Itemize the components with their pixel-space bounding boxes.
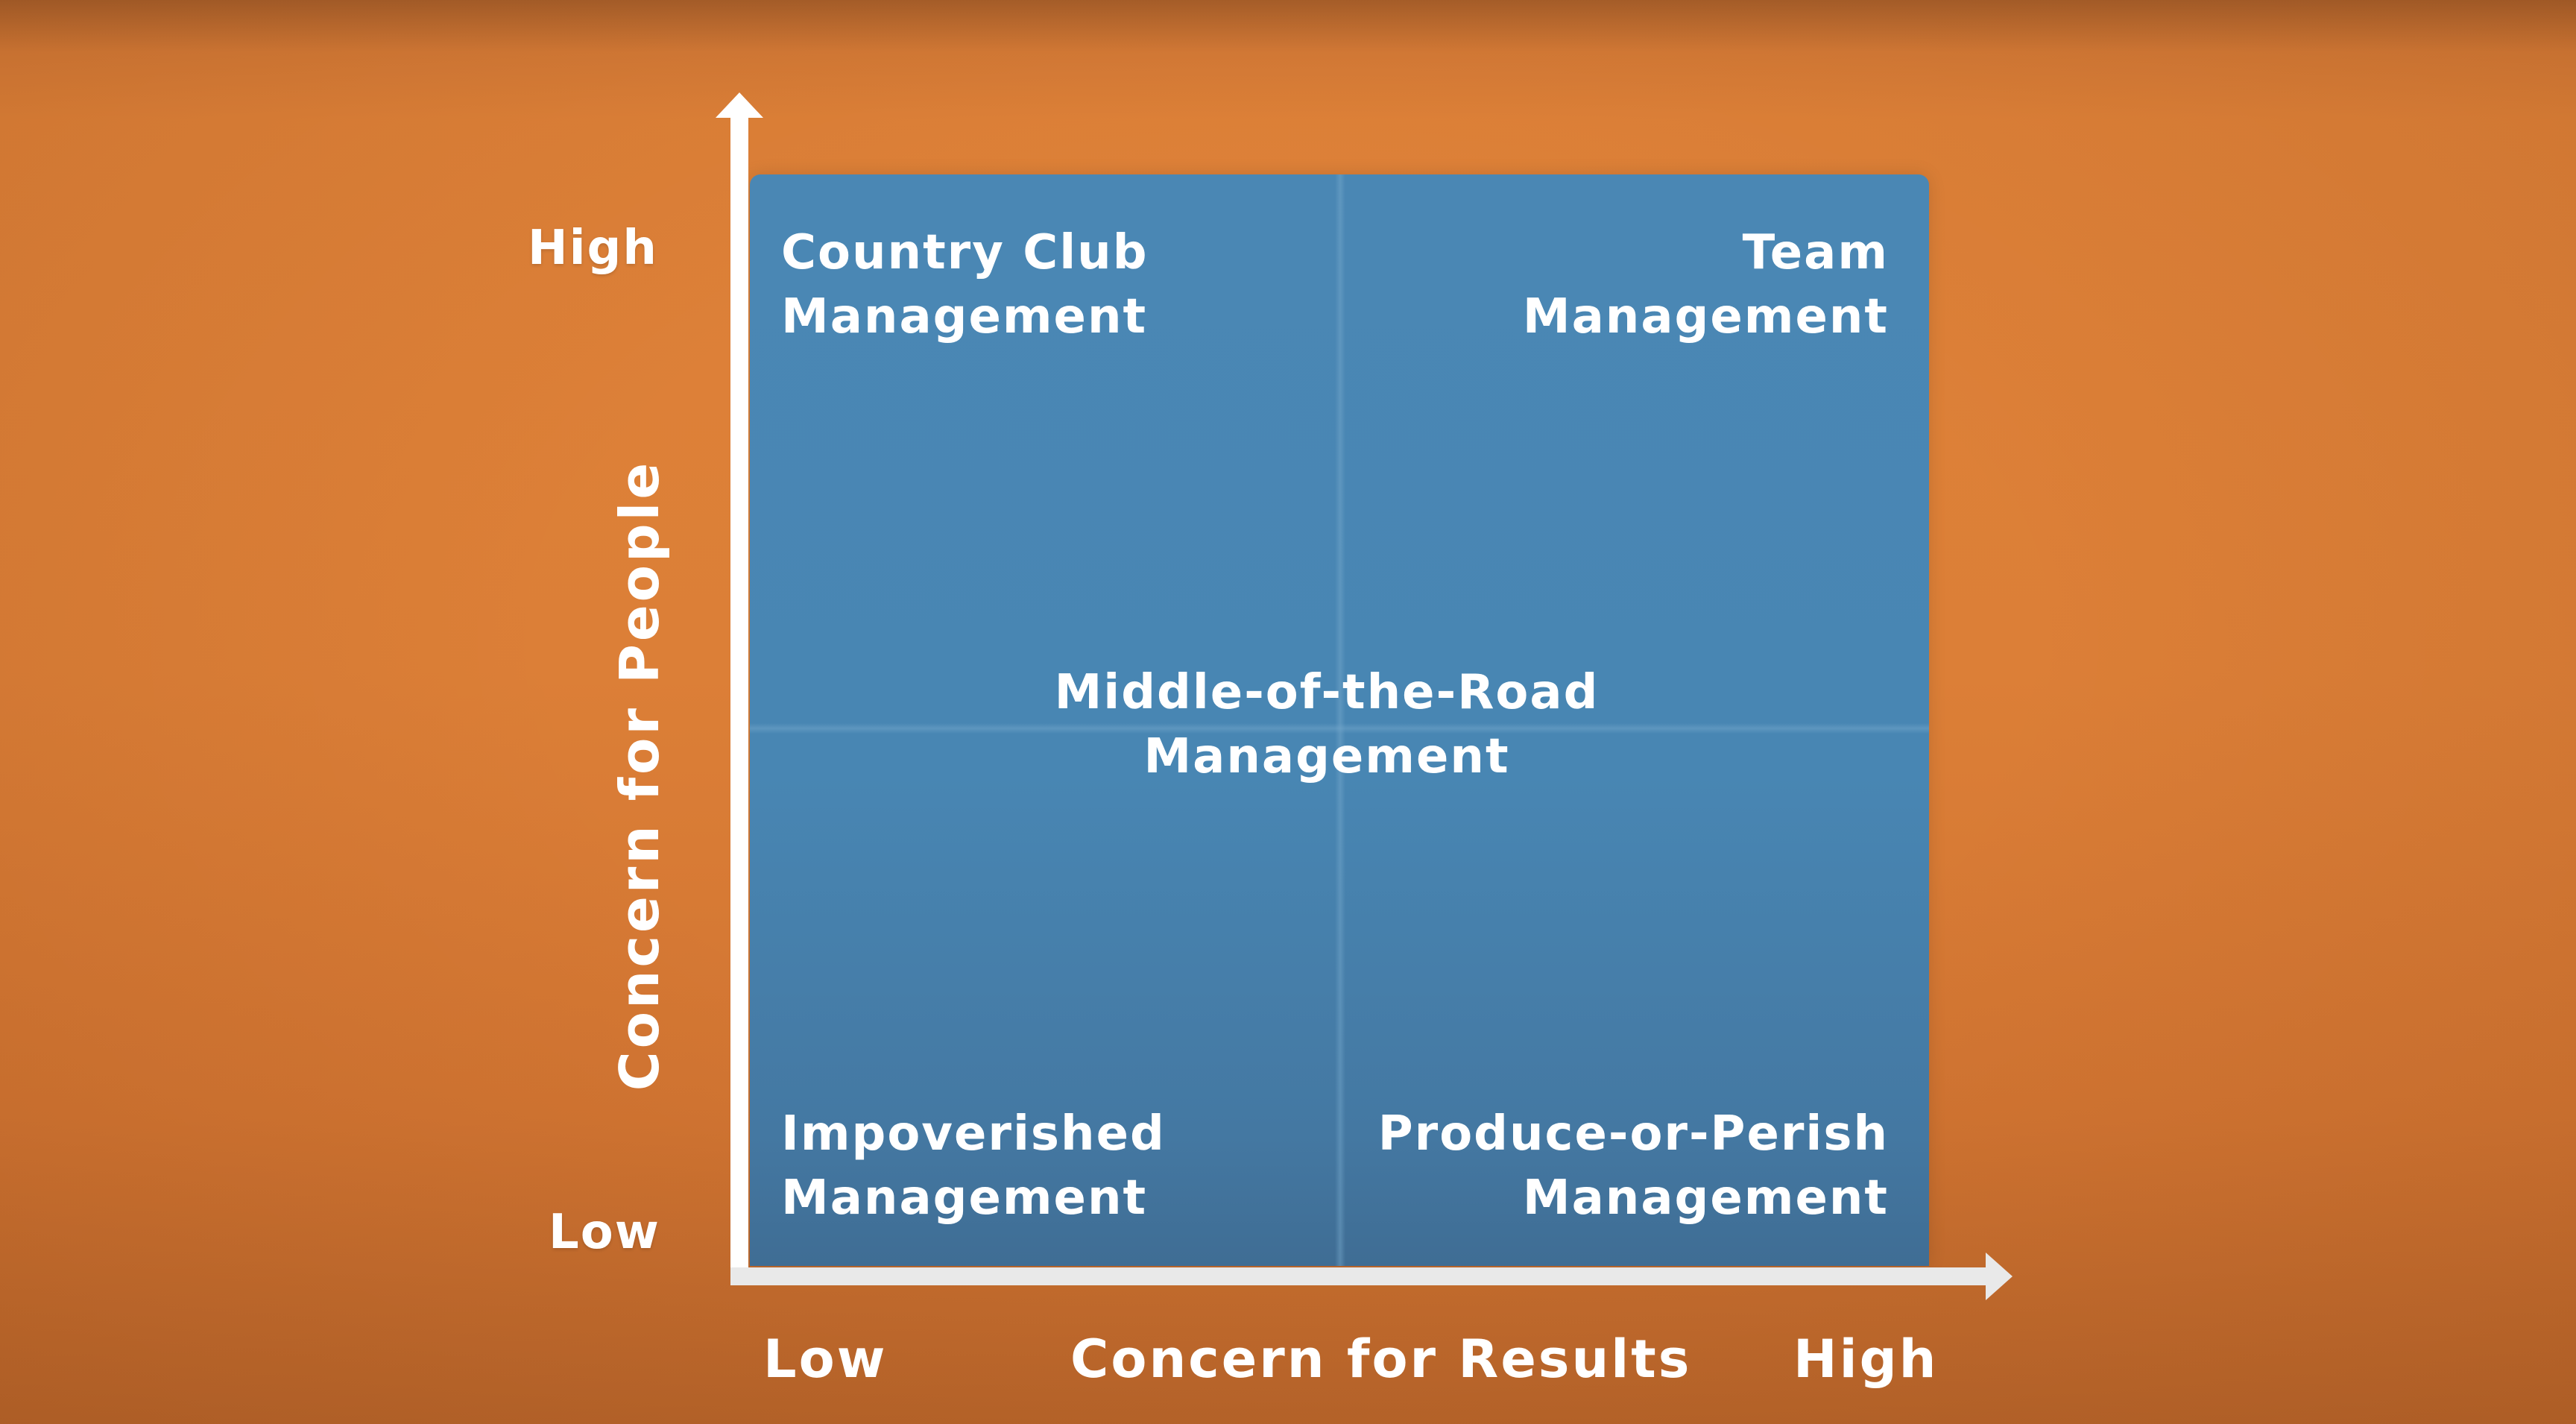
- x-high-label: High: [1793, 1329, 1939, 1390]
- vertical-divider: [1335, 174, 1345, 1266]
- quadrant-country-club-line-1: Country Club: [781, 225, 1149, 280]
- quadrant-produce-line-2: Management: [1522, 1171, 1889, 1226]
- y-axis-title: Concern for People: [608, 459, 671, 1091]
- quadrant-produce-or-perish: Produce-or-Perish Management: [1378, 1102, 1889, 1230]
- quadrant-team-line-2: Management: [1522, 289, 1889, 344]
- y-high-label: High: [528, 221, 658, 276]
- quadrant-team-line-1: Team: [1742, 225, 1889, 280]
- x-axis-arrowhead: [1986, 1253, 2012, 1300]
- quadrant-country-club-line-2: Management: [781, 289, 1148, 344]
- y-low-label: Low: [549, 1205, 660, 1260]
- quadrant-middle-of-the-road: Middle-of-the-Road Management: [1029, 661, 1625, 789]
- quadrant-middle-line-2: Management: [1143, 729, 1510, 784]
- quadrant-country-club: Country Club Management: [781, 221, 1149, 349]
- quadrant-impoverished-line-2: Management: [781, 1171, 1148, 1226]
- quadrant-team: Team Management: [1523, 221, 1889, 349]
- quadrant-impoverished: Impoverished Management: [781, 1102, 1166, 1230]
- quadrant-impoverished-line-1: Impoverished: [781, 1106, 1166, 1162]
- x-axis-title: Concern for Results: [1070, 1329, 1692, 1390]
- quadrant-produce-line-1: Produce-or-Perish: [1377, 1106, 1889, 1162]
- x-low-label: Low: [763, 1329, 888, 1390]
- quadrant-middle-line-1: Middle-of-the-Road: [1054, 665, 1600, 720]
- y-axis-arrowhead: [716, 92, 763, 118]
- horizontal-divider: [750, 723, 1929, 734]
- managerial-grid-panel: [750, 174, 1929, 1266]
